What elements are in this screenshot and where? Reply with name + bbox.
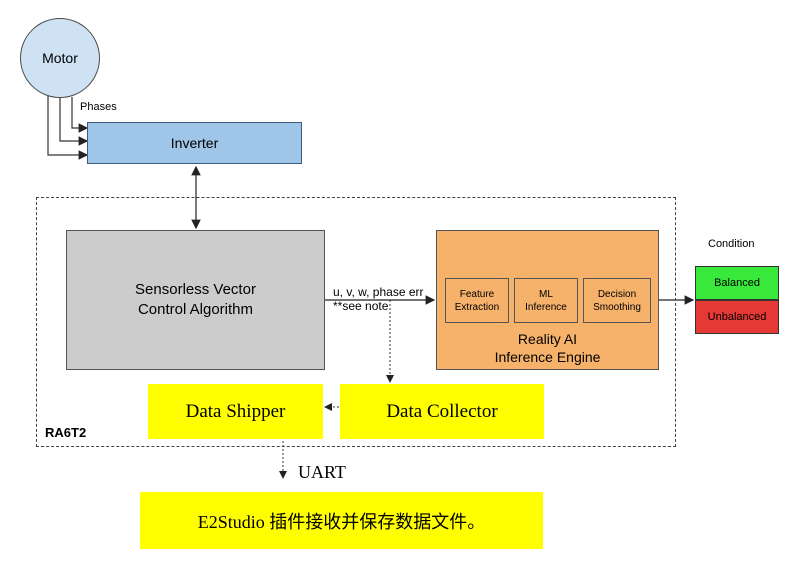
- data-shipper-label: Data Shipper: [185, 400, 286, 422]
- unbalanced-state: Unbalanced: [695, 300, 779, 334]
- inverter-label: Inverter: [170, 135, 219, 151]
- balanced-label: Balanced: [714, 277, 760, 289]
- motor-label: Motor: [42, 50, 78, 66]
- signal-label: u, v, w, phase err **see note: [333, 285, 424, 313]
- data-collector-node: Data Collector: [340, 384, 544, 439]
- data-shipper-node: Data Shipper: [148, 384, 323, 439]
- condition-title: Condition: [708, 238, 755, 250]
- feature-extraction-label: Feature Extraction: [454, 288, 500, 313]
- inverter-node: Inverter: [87, 122, 302, 164]
- motor-node: Motor: [20, 18, 100, 98]
- ra6t2-label: RA6T2: [45, 425, 87, 440]
- decision-smoothing-stage: Decision Smoothing: [583, 278, 651, 323]
- control-algorithm-node: Sensorless Vector Control Algorithm: [66, 230, 325, 370]
- data-collector-label: Data Collector: [386, 400, 498, 422]
- ml-inference-label: ML Inference: [525, 288, 567, 313]
- inference-engine-label: Reality AI Inference Engine: [494, 331, 601, 365]
- ra6t2-boundary: [36, 197, 676, 447]
- e2studio-label: E2Studio 插件接收并保存数据文件。: [197, 511, 486, 532]
- control-algorithm-label: Sensorless Vector Control Algorithm: [135, 281, 256, 318]
- balanced-state: Balanced: [695, 266, 779, 300]
- ml-inference-stage: ML Inference: [514, 278, 578, 323]
- feature-extraction-stage: Feature Extraction: [445, 278, 509, 323]
- phases-label: Phases: [80, 101, 117, 113]
- unbalanced-label: Unbalanced: [707, 311, 767, 323]
- e2studio-note: E2Studio 插件接收并保存数据文件。: [140, 492, 543, 549]
- phase-wires: [47, 90, 89, 160]
- decision-smoothing-label: Decision Smoothing: [593, 288, 641, 313]
- uart-label: UART: [298, 462, 346, 482]
